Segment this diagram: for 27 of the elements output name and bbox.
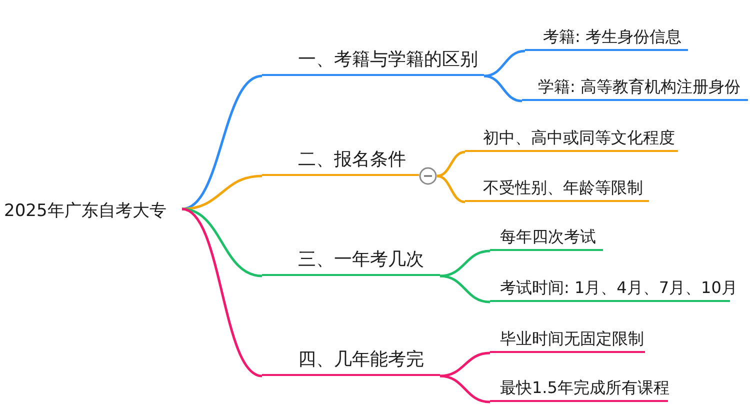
topic-text: 四、几年能考完 (298, 349, 424, 371)
branch-line (436, 174, 466, 204)
topic-node (262, 48, 484, 76)
topic-text: 考籍: 考生身份信息 (543, 26, 682, 46)
branch-line (440, 352, 490, 378)
branch-line (182, 174, 262, 210)
topic-node (262, 148, 419, 176)
topic-text: 二、报名条件 (298, 149, 406, 171)
branch-line (436, 150, 466, 178)
topic-text: 初中、高中或同等文化程度 (483, 128, 675, 147)
topic-text: 一、考籍与学籍的区别 (298, 49, 478, 71)
branch-line (440, 374, 490, 404)
branch-line (484, 74, 522, 102)
topic-text: 三、一年考几次 (298, 249, 424, 271)
branch-line (440, 274, 490, 304)
topic-text: 毕业时间无固定限制 (500, 328, 644, 348)
branch-line (484, 50, 526, 78)
topic-node (262, 248, 440, 276)
topic-text: 学籍: 高等教育机构注册身份 (538, 76, 740, 96)
topic-text: 每年四次考试 (500, 226, 596, 246)
topic-text: 考试时间: 1月、4月、7月、10月 (500, 278, 738, 297)
topic-text: 不受性别、年龄等限制 (483, 178, 643, 197)
topic-text: 最快1.5年完成所有课程 (500, 378, 670, 397)
branch-line (440, 250, 490, 278)
topic-text: 2025年广东自考大专 (4, 200, 166, 221)
topic-node (262, 348, 440, 376)
branch-line (182, 208, 262, 378)
